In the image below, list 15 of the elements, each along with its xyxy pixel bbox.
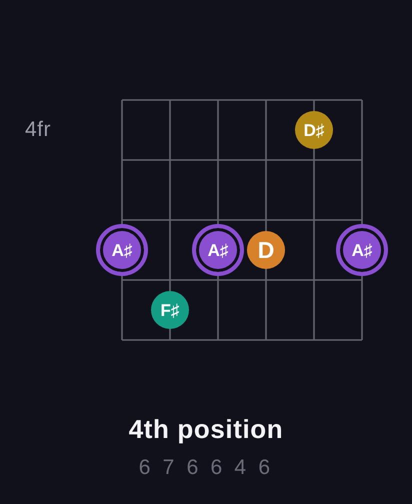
note-name: D♯ [304, 122, 324, 138]
note-name: F♯ [160, 302, 180, 318]
note-name: D [258, 238, 274, 262]
note-name: A♯ [352, 242, 372, 258]
chart-title: 4th position [128, 413, 284, 445]
root-note-dot [96, 224, 148, 276]
note-name: A♯ [208, 242, 228, 258]
fret-position-label: 4fr [25, 118, 52, 142]
fret-numbers: 6 7 6 6 4 6 [138, 455, 274, 481]
note-dot [295, 111, 333, 149]
note-dot [247, 231, 285, 269]
note-dot [151, 291, 189, 329]
root-note-dot [192, 224, 244, 276]
root-note-dot [336, 224, 388, 276]
note-name: A♯ [112, 242, 132, 258]
